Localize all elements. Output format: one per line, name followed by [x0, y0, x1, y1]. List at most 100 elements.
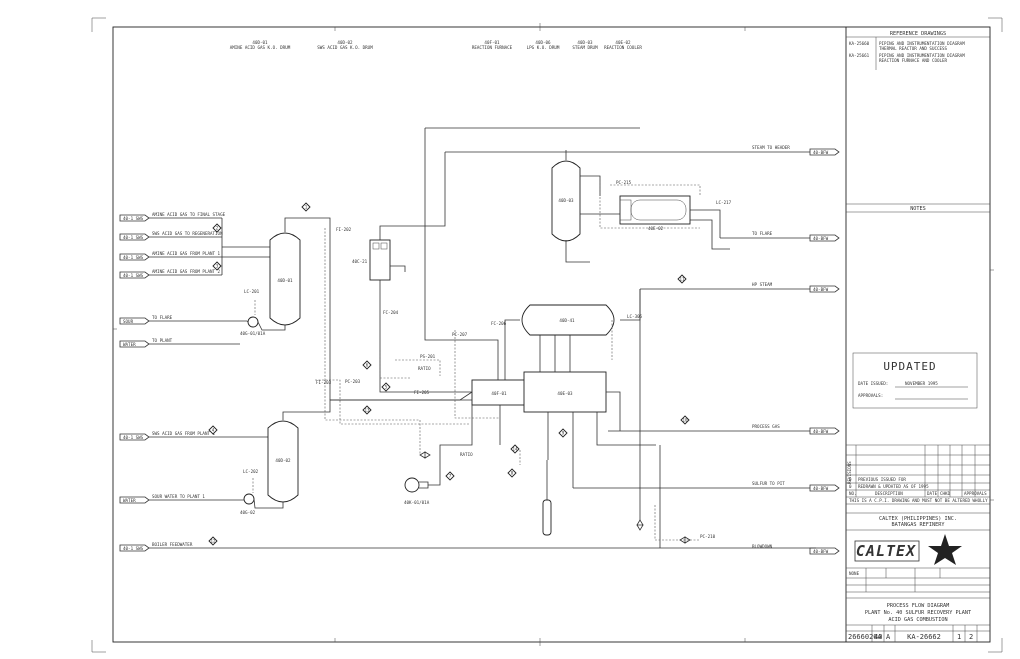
- company-block: CALTEX (PHILIPPINES) INC. BATANGAS REFIN…: [846, 512, 990, 565]
- drum-40d-03: 40D-03: [551, 160, 581, 242]
- drawing-notice: THIS IS A C.P.I. DRAWING AND MUST NOT BE…: [849, 498, 988, 503]
- svg-text:PC-210: PC-210: [700, 534, 716, 539]
- svg-text:BLOWDOWN: BLOWDOWN: [752, 544, 773, 549]
- svg-text:SOUR: SOUR: [123, 319, 134, 324]
- svg-text:FI-203: FI-203: [316, 380, 332, 385]
- svg-text:40-BFW: 40-BFW: [813, 287, 829, 292]
- stream-number-markers: 1 2 3 4 5 6 7 8 9 10 11 12 13 14: [208, 202, 690, 546]
- svg-text:SULFUR TO PIT: SULFUR TO PIT: [752, 481, 785, 486]
- stream-left: 40-1 SWS AMINE ACID GAS FROM PLANT 1: [119, 251, 270, 261]
- svg-text:AMINE ACID GAS FROM PLANT 1: AMINE ACID GAS FROM PLANT 1: [152, 251, 221, 256]
- stream-diamond: 3: [212, 261, 222, 271]
- notes-section: NOTES: [846, 203, 990, 213]
- stream-left: WATER TO PLANT: [119, 338, 240, 348]
- svg-text:NO.: NO.: [849, 491, 857, 496]
- svg-text:7: 7: [449, 474, 452, 479]
- svg-text:PC-207: PC-207: [452, 332, 468, 337]
- svg-text:40-BFW: 40-BFW: [813, 429, 829, 434]
- svg-text:10: 10: [682, 418, 688, 423]
- svg-text:KA-25661: KA-25661: [849, 53, 870, 58]
- svg-text:40F-01: 40F-01: [491, 391, 507, 396]
- svg-text:6: 6: [366, 363, 369, 368]
- svg-text:PIPING AND INSTRUMENTATION DIA: PIPING AND INSTRUMENTATION DIAGRAM: [879, 41, 965, 46]
- svg-text:0: 0: [849, 477, 852, 482]
- stack-symbol: [542, 460, 552, 536]
- revisions-side-label: REVISIONS: [847, 461, 852, 484]
- top-label-tag: 40D-01: [252, 40, 268, 45]
- svg-text:1: 1: [305, 205, 308, 210]
- drawing-frame: [112, 26, 991, 643]
- svg-text:WATER: WATER: [123, 342, 136, 347]
- svg-text:APPROVALS: APPROVALS: [964, 491, 987, 496]
- svg-text:40-1 SWS: 40-1 SWS: [123, 216, 144, 221]
- stream-diamond: 9: [558, 428, 568, 438]
- svg-text:40D-01: 40D-01: [277, 278, 293, 283]
- pump-40g-02: 40G-02: [240, 493, 256, 515]
- svg-text:40C-21: 40C-21: [352, 259, 368, 264]
- file-number: 2666020A: [848, 633, 883, 641]
- svg-text:40E-02: 40E-02: [648, 226, 664, 231]
- svg-text:FC-206: FC-206: [491, 321, 507, 326]
- stream-diamond: 2: [212, 223, 222, 233]
- stream-left: 40-1 SWS SWS ACID GAS FROM PLANT 1: [119, 431, 268, 441]
- stream-right: 40-BFW STEAM TO HEADER: [445, 145, 840, 156]
- title-line-2: PLANT No. 40 SULFUR RECOVERY PLANT: [865, 610, 971, 616]
- svg-text:4: 4: [212, 428, 215, 433]
- svg-text:CHKD: CHKD: [940, 491, 951, 496]
- svg-text:40-BFW: 40-BFW: [813, 486, 829, 491]
- drum-40d-02: 40D-02: [267, 420, 299, 503]
- stream-diamond: 12: [208, 536, 218, 546]
- svg-text:TO FLARE: TO FLARE: [752, 231, 773, 236]
- stream-left: 40-1 SWS SWS ACID GAS TO REGENERATION: [119, 231, 223, 241]
- top-equipment-labels: 40D-01 AMINE ACID GAS K.O. DRUM 40D-02 S…: [230, 40, 643, 50]
- svg-text:AMINE ACID GAS FROM PLANT 2: AMINE ACID GAS FROM PLANT 2: [152, 269, 221, 274]
- title-line-1: PROCESS FLOW DIAGRAM: [887, 603, 949, 609]
- stream-left: 40-1 SWS AMINE ACID GAS FROM PLANT 2: [119, 269, 222, 279]
- stream-right: 40-BFW SULFUR TO PIT: [573, 481, 840, 492]
- svg-text:LC-305: LC-305: [627, 314, 643, 319]
- stream-diamond: 5: [381, 382, 391, 392]
- svg-text:PREVIOUS ISSUED FOR: PREVIOUS ISSUED FOR: [858, 477, 906, 482]
- svg-text:8: 8: [511, 471, 514, 476]
- svg-text:9: 9: [562, 431, 565, 436]
- top-label-desc: REACTION FURNACE: [472, 45, 513, 50]
- stream-right: 40-BFW PROCESS GAS: [608, 424, 840, 435]
- svg-text:11: 11: [679, 277, 685, 282]
- svg-text:REDRAWN & UPDATED AS OF 1995: REDRAWN & UPDATED AS OF 1995: [858, 484, 929, 489]
- svg-text:40-1 SWS: 40-1 SWS: [123, 546, 144, 551]
- left-streams: 40-1 SWS AMINE ACID GAS TO FINAL STAGE 4…: [119, 212, 816, 552]
- size: A: [886, 633, 891, 641]
- instrument-tags: LC-201 LC-202 FI-202 PC-203 FC-204 FI-20…: [243, 180, 732, 539]
- svg-text:40G-01/01A: 40G-01/01A: [240, 331, 266, 336]
- svg-text:LC-202: LC-202: [243, 469, 259, 474]
- top-label-desc: LPG K.O. DRUM: [527, 45, 560, 50]
- svg-text:40-BFW: 40-BFW: [813, 236, 829, 241]
- svg-text:40-BFW: 40-BFW: [813, 549, 829, 554]
- cooler-40e-02: 40E-02: [619, 195, 691, 231]
- svg-text:NONE: NONE: [849, 571, 860, 576]
- title-block: NONE PROCESS FLOW DIAGRAM PLANT No. 40 S…: [846, 567, 990, 642]
- drawing-number: KA-26662: [907, 633, 941, 641]
- stream-diamond: 11: [677, 274, 687, 284]
- right-streams: 40-BFW STEAM TO HEADER 40-BFW TO FLARE 4…: [445, 145, 840, 555]
- svg-text:40D-02: 40D-02: [275, 458, 291, 463]
- company-site: BATANGAS REFINERY: [891, 522, 945, 528]
- revisions-table: 0 PREVIOUS ISSUED FOR 0 REDRAWN & UPDATE…: [846, 444, 990, 505]
- svg-text:0: 0: [849, 484, 852, 489]
- svg-text:12: 12: [210, 539, 216, 544]
- sheet-of: 2: [969, 633, 973, 641]
- top-label-tag: 40E-02: [615, 40, 631, 45]
- border-ticks: [113, 23, 994, 646]
- svg-text:KA-25660: KA-25660: [849, 41, 870, 46]
- svg-text:STEAM TO HEADER: STEAM TO HEADER: [752, 145, 790, 150]
- stream-diamond: 6: [362, 360, 372, 370]
- crop-marks: [91, 17, 1003, 653]
- svg-text:40K-01/01A: 40K-01/01A: [404, 500, 430, 505]
- vessel-40c-21: 40C-21: [352, 239, 391, 281]
- caltex-logo: CALTEX: [856, 542, 916, 560]
- svg-text:40E-03: 40E-03: [557, 391, 573, 396]
- stream-right: 40-BFW BLOWDOWN: [752, 544, 840, 555]
- top-label-tag: 40F-01: [484, 40, 500, 45]
- svg-text:RATIO: RATIO: [460, 452, 473, 457]
